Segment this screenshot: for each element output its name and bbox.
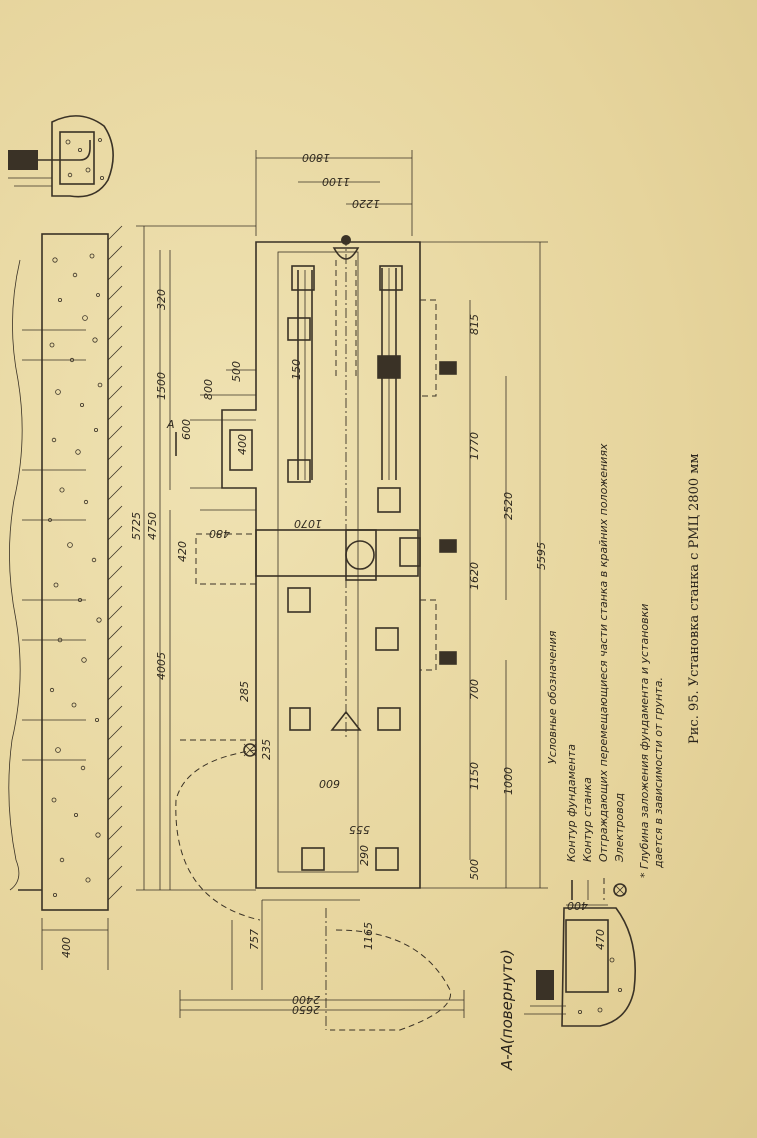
dim-555: 555 (349, 823, 370, 836)
dim-1070: 1070 (294, 517, 322, 530)
dim-150: 150 (290, 359, 303, 380)
legend-item-electrical: Электровод (613, 793, 626, 863)
dim-1770: 1770 (468, 432, 481, 460)
legend-title: Условные обозначения (546, 630, 559, 764)
legend: Условные обозначения Контур фундамента К… (546, 443, 627, 900)
dim-600-inner: 600 (319, 777, 340, 790)
dim-1500: 1500 (155, 372, 168, 400)
dim-155: 235 (260, 739, 273, 760)
dim-757: 757 (248, 929, 261, 950)
dim-470: 470 (594, 929, 607, 950)
dim-5595: 5595 (535, 542, 548, 570)
dim-1800-top: 1800 (302, 151, 330, 164)
dim-285: 285 (238, 681, 251, 702)
dim-320: 320 (155, 289, 168, 310)
dim-2650: 2650 (292, 1003, 320, 1016)
dim-1100-top: 1100 (322, 175, 350, 188)
dim-2400: 2400 (292, 993, 320, 1006)
dim-1165: 1165 (362, 922, 375, 950)
legend-item-foundation: Контур фундамента (565, 744, 578, 862)
footnote: * Глубина заложения фундамента и установ… (638, 604, 665, 878)
dim-500: 500 (230, 361, 243, 382)
dim-800: 800 (202, 379, 215, 400)
small-section-detail: 400 470 (524, 899, 636, 1027)
dim-420: 420 (176, 541, 189, 562)
footnote-line2: дается в зависимости от грунта. (652, 677, 665, 869)
anchor-bolt-detail (8, 115, 114, 198)
dim-600: 600 (180, 419, 193, 440)
dim-700: 700 (468, 679, 481, 700)
foundation-plan: 1800 1100 1220 5725 4750 4005 320 1500 6… (130, 150, 548, 1031)
dim-1150: 1150 (468, 762, 481, 790)
figure-caption: Рис. 95. Установка станка с РМЦ 2800 мм (687, 454, 702, 744)
legend-item-moving-parts: Отграждающих перемещающиеся части станка… (597, 443, 610, 862)
dim-5725: 5725 (130, 512, 143, 540)
dim-400-section: 400 (60, 937, 73, 958)
dim-500-bottom: 500 (468, 859, 481, 880)
legend-item-machine: Контур станка (581, 777, 594, 862)
footnote-line1: * Глубина заложения фундамента и установ… (638, 604, 651, 878)
dim-290: 290 (358, 845, 371, 866)
dim-815: 815 (468, 314, 481, 335)
dim-4005: 4005 (155, 652, 168, 680)
dim-400-notch: 400 (236, 434, 249, 455)
dim-1000: 1000 (502, 767, 515, 795)
section-label: А-А(повернуто) (498, 949, 516, 1071)
foundation-section-long: 400 (8, 225, 123, 970)
dim-2520: 2520 (502, 492, 515, 520)
dim-1620: 1620 (468, 562, 481, 590)
dim-400-small: 400 (567, 899, 588, 912)
dim-4750: 4750 (146, 512, 159, 540)
dim-1220-top: 1220 (352, 197, 380, 210)
section-mark-a: A (166, 418, 175, 431)
